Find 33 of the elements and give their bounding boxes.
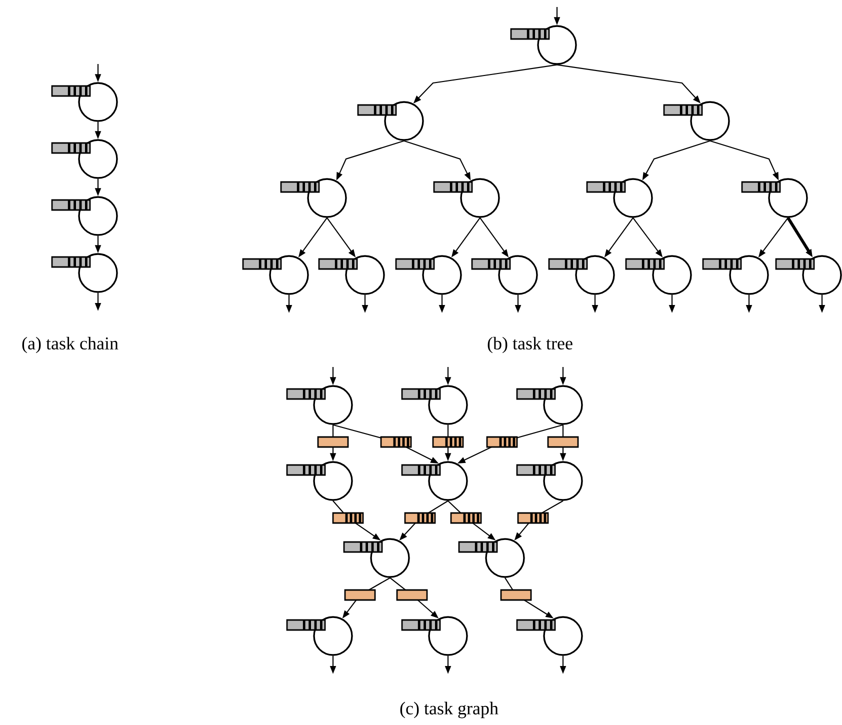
- task-circle: [802, 255, 842, 295]
- task-circle: [313, 385, 353, 425]
- task-circle: [313, 461, 353, 501]
- task-circle: [384, 101, 424, 141]
- sub-caption: (b) task tree: [488, 336, 572, 354]
- task-circle: [613, 178, 653, 218]
- task-circle: [543, 461, 583, 501]
- sub-caption: (c) task graph: [400, 702, 498, 718]
- task-circle: [460, 178, 500, 218]
- task-circle: [428, 616, 468, 656]
- task-circle: [428, 461, 468, 501]
- task-circle: [768, 178, 808, 218]
- task-circle: [543, 616, 583, 656]
- task-circle: [269, 255, 309, 295]
- task-circle: [370, 538, 410, 578]
- task-circle: [78, 82, 118, 122]
- task-circle: [422, 255, 462, 295]
- task-circle: [307, 178, 347, 218]
- task-circle: [485, 538, 525, 578]
- task-circle: [690, 101, 730, 141]
- task-circle: [729, 255, 769, 295]
- task-circle: [652, 255, 692, 295]
- task-circle: [78, 139, 118, 179]
- task-circle: [543, 385, 583, 425]
- task-circle: [575, 255, 615, 295]
- sub-caption: (a) task chain: [22, 336, 118, 354]
- task-circle: [428, 385, 468, 425]
- task-circle: [78, 253, 118, 293]
- task-circle: [78, 196, 118, 236]
- task-circle: [345, 255, 385, 295]
- task-circle: [537, 25, 577, 65]
- task-circle: [313, 616, 353, 656]
- task-circle: [498, 255, 538, 295]
